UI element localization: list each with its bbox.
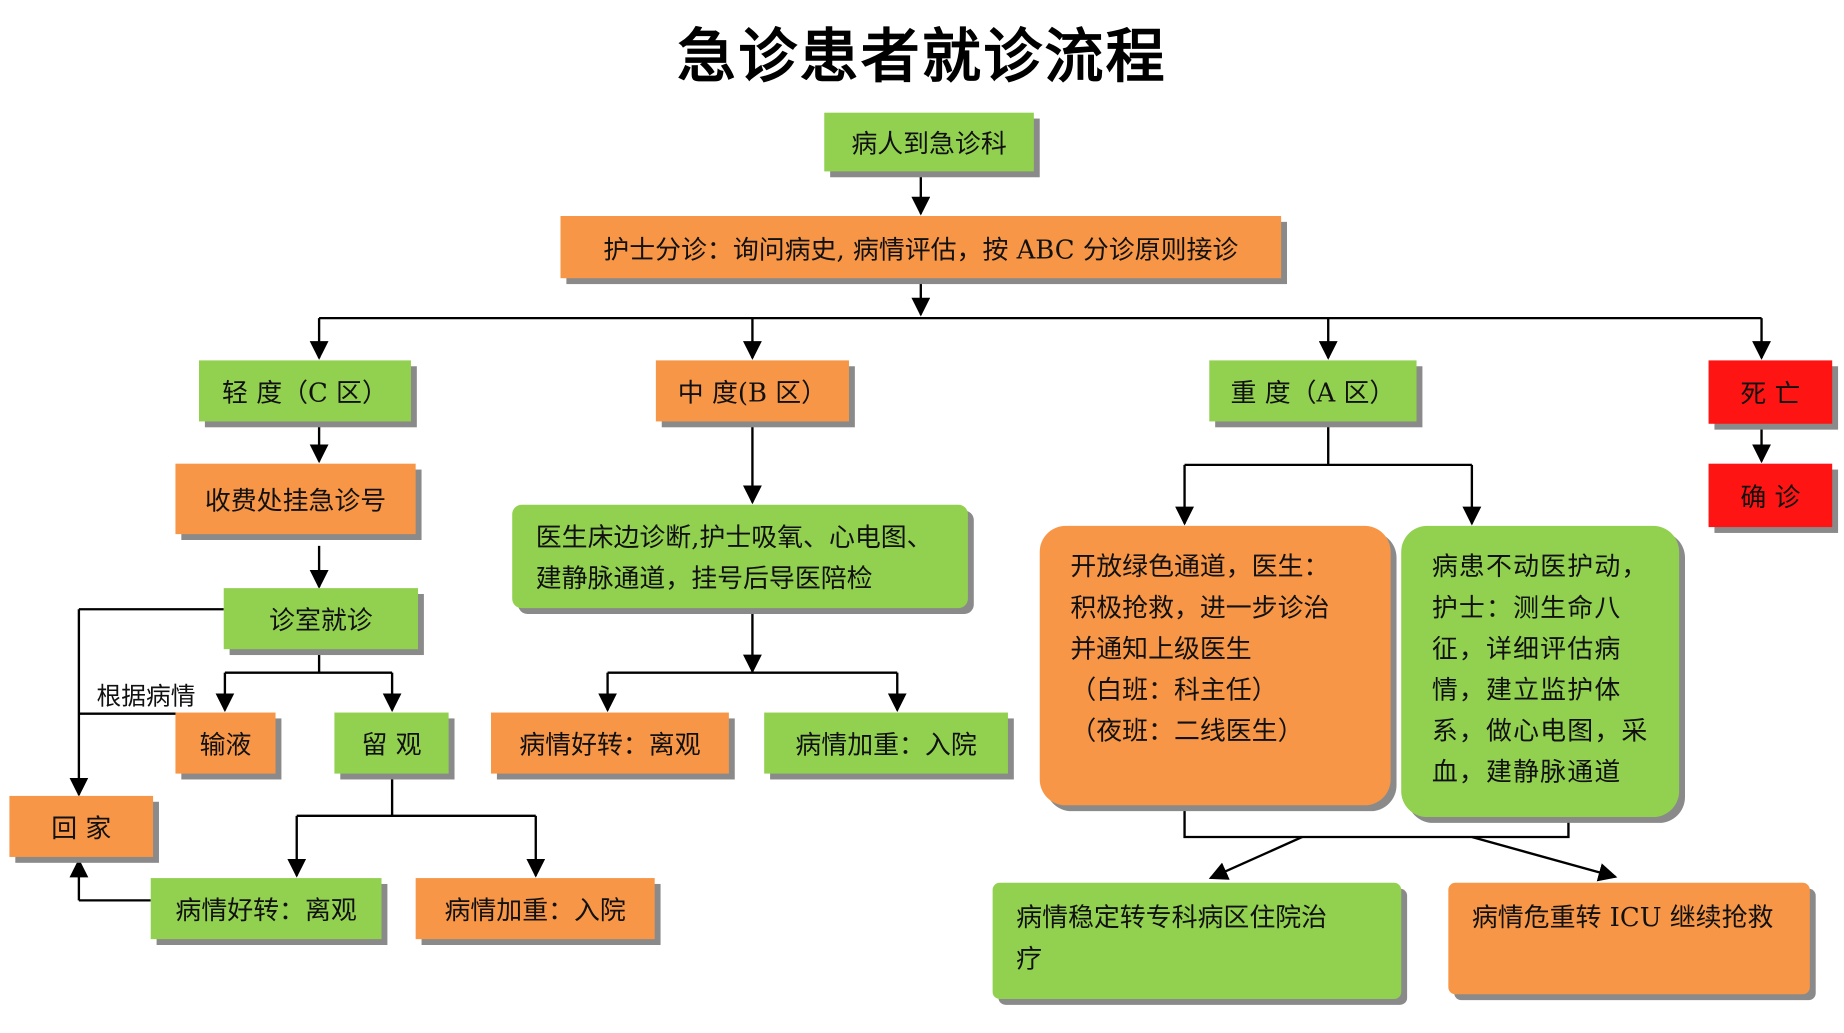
node-moderate: 中 度(B 区） xyxy=(655,360,849,422)
node-a-icu: 病情危重转 ICU 继续抢救 xyxy=(1448,882,1810,995)
node-a-stable: 病情稳定转专科病区住院治 疗 xyxy=(992,882,1402,999)
page-title: 急诊患者就诊流程 xyxy=(677,22,1167,91)
node-clinic: 诊室就诊 xyxy=(223,588,419,650)
node-register: 收费处挂急诊号 xyxy=(175,463,416,535)
node-b-worsen: 病情加重：入院 xyxy=(764,712,1008,774)
node-severe: 重 度（A 区） xyxy=(1209,360,1417,422)
node-arrive: 病人到急诊科 xyxy=(824,112,1034,172)
node-a-nurse: 病患不动医护动， 护士：测生命八 征，详细评估病 情，建立监护体 系，做心电图，… xyxy=(1401,525,1680,818)
node-triage: 护士分诊：询问病史, 病情评估，按 ABC 分诊原则接诊 xyxy=(560,215,1282,279)
node-b-improve: 病情好转：离观 xyxy=(491,712,729,774)
arrow-to-a-icu xyxy=(1471,835,1618,882)
node-death: 死 亡 xyxy=(1708,360,1833,424)
node-a-green-channel: 开放绿色通道，医生： 积极抢救，进一步诊治 并通知上级医生 （白班：科主任） （… xyxy=(1039,525,1391,806)
node-observe: 留 观 xyxy=(334,712,449,774)
node-go-home: 回 家 xyxy=(9,795,154,857)
node-infusion: 输液 xyxy=(175,712,276,774)
node-mild: 轻 度（C 区） xyxy=(198,360,411,422)
arrow-to-a-stable xyxy=(1208,835,1303,880)
node-b-doctor: 医生床边诊断,护士吸氧、心电图、 建静脉通道，挂号后导医陪检 xyxy=(512,504,968,609)
label-by-condition: 根据病情 xyxy=(96,682,196,711)
node-c-worsen: 病情加重：入院 xyxy=(415,878,655,940)
node-confirm: 确 诊 xyxy=(1708,463,1833,528)
node-c-improve: 病情好转：离观 xyxy=(150,878,382,940)
